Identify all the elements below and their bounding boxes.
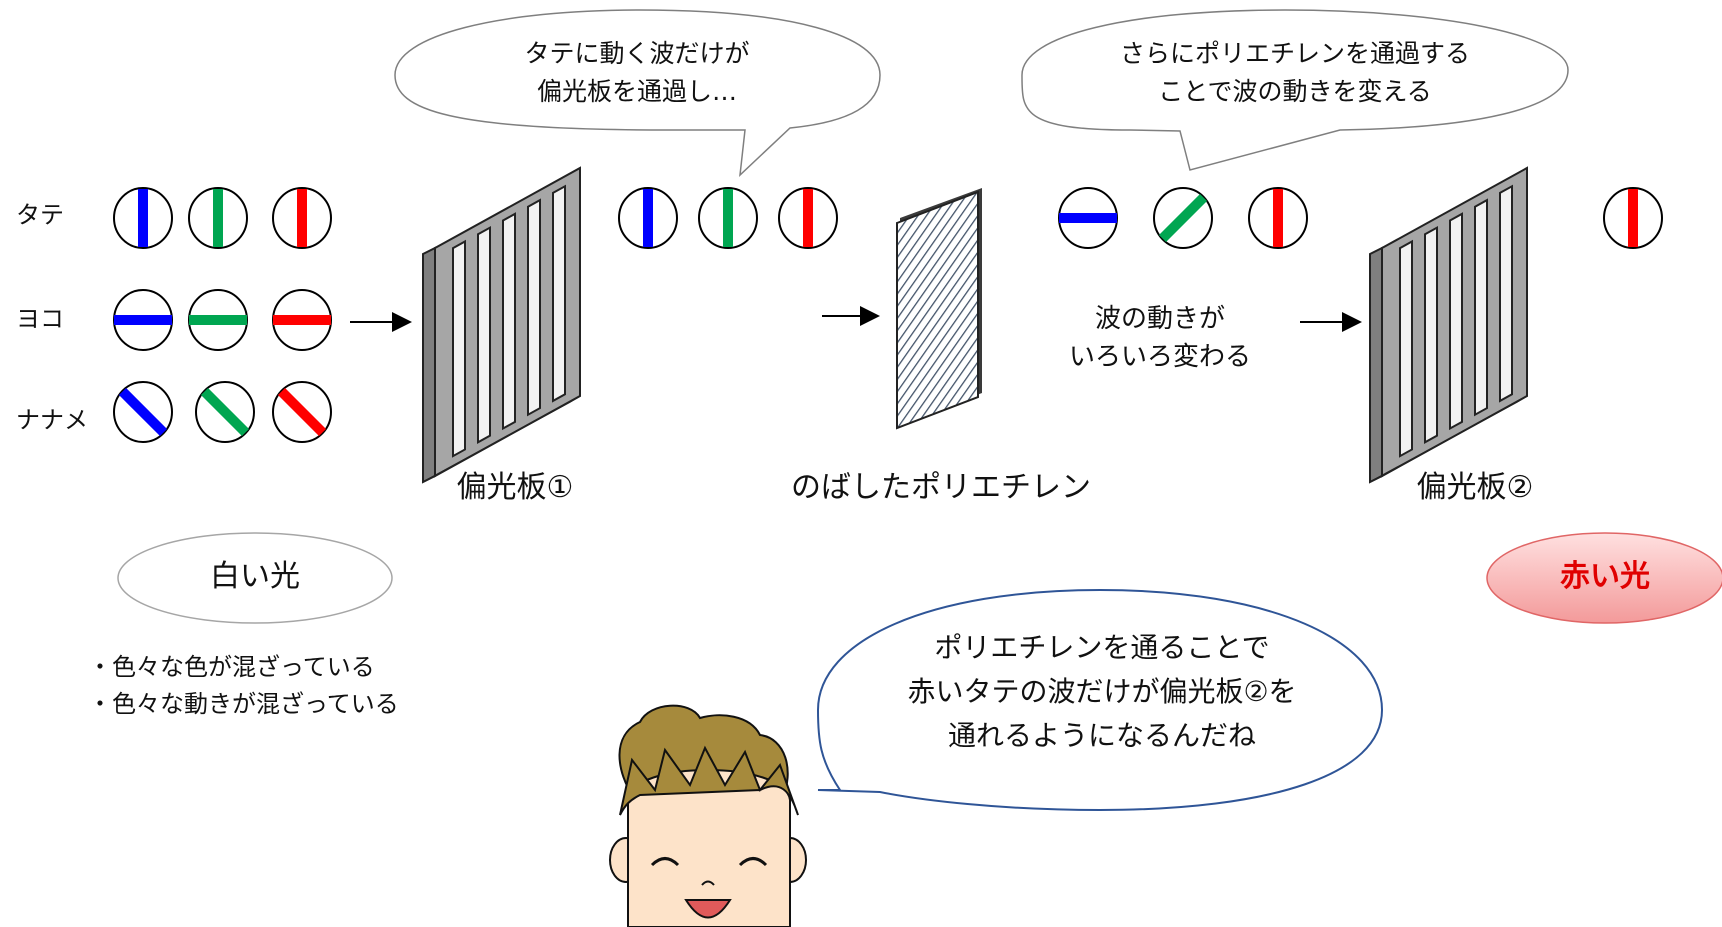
bubble-second-line-1: さらにポリエチレンを通過する [1119, 39, 1471, 68]
bubble-first-line-1: タテに動く波だけが [524, 39, 750, 68]
wave-blue-circle-icon [1058, 187, 1118, 249]
wave-blue-circle-icon [618, 187, 678, 249]
red-light-badge [1486, 532, 1722, 624]
white-light-note-1: ・色々な色が混ざっている [88, 653, 375, 681]
wave-red-circle-icon [272, 381, 332, 443]
red-light-title: 赤い光 [1560, 559, 1650, 594]
boy-bubble-line-3: 通れるようになるんだね [947, 719, 1257, 752]
polarizer-2-icon [1369, 166, 1528, 484]
wave-change-line-1: 波の動きが [1094, 304, 1226, 334]
boy-bubble-line-1: ポリエチレンを通ることで [934, 631, 1270, 664]
wave-red-circle-icon [1248, 187, 1308, 249]
white-light-title: 白い光 [210, 559, 300, 594]
bubble-second-line-2: ことで波の動きを変える [1158, 77, 1432, 106]
speech-bubble-second [1021, 9, 1569, 171]
wave-red-circle-icon [272, 187, 332, 249]
wave-green-circle-icon [698, 187, 758, 249]
wave-change-line-2: いろいろ変わる [1068, 342, 1252, 372]
wave-blue-circle-icon [113, 289, 173, 351]
polyethylene-label: のばしたポリエチレン [791, 470, 1091, 505]
wave-green-circle-icon [195, 381, 255, 443]
row-label-vertical: タテ [16, 201, 64, 229]
white-light-note-2: ・色々な動きが混ざっている [88, 690, 399, 718]
speech-bubble-first [394, 9, 881, 177]
wave-circles [113, 187, 1663, 443]
polyethylene-sheet-icon [896, 188, 982, 430]
row-label-diagonal: ナナメ [16, 406, 88, 434]
wave-blue-circle-icon [113, 187, 173, 249]
boy-face-icon [609, 704, 807, 927]
wave-red-circle-icon [272, 289, 332, 351]
bubble-first-line-2: 偏光板を通過し… [536, 77, 738, 106]
wave-green-circle-icon [1153, 187, 1213, 249]
boy-bubble-line-2: 赤いタテの波だけが偏光板②を [907, 675, 1297, 708]
wave-blue-circle-icon [113, 381, 173, 443]
row-label-horizontal: ヨコ [16, 305, 64, 333]
wave-red-circle-icon [1603, 187, 1663, 249]
polarizer-1-icon [422, 166, 581, 484]
wave-green-circle-icon [188, 187, 248, 249]
wave-green-circle-icon [188, 289, 248, 351]
wave-red-circle-icon [778, 187, 838, 249]
speech-bubble-boy [816, 588, 1384, 812]
white-light-badge [117, 532, 393, 624]
polarizer-1-label: 偏光板① [456, 470, 574, 505]
polarizer-2-label: 偏光板② [1416, 470, 1534, 505]
